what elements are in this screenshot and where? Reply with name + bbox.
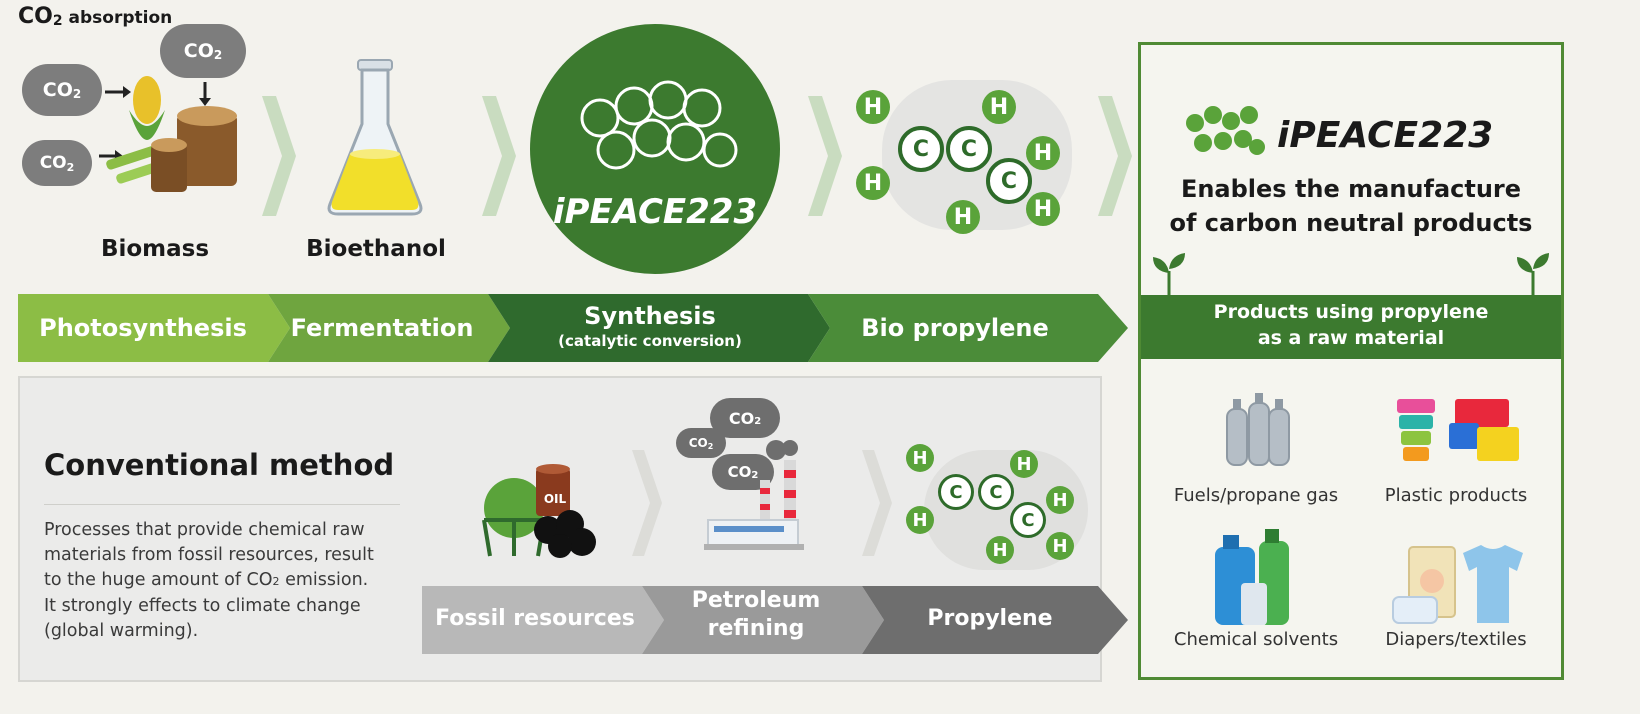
hydrogen-atom: H xyxy=(986,536,1014,564)
flow-chevron xyxy=(1098,96,1132,216)
hydrogen-atom: H xyxy=(1026,192,1060,226)
panel-headline-line2: of carbon neutral products xyxy=(1169,209,1533,237)
hydrogen-atom: H xyxy=(1046,532,1074,560)
stage-synthesis: Synthesis xyxy=(584,302,716,330)
diaper-tshirt-icon xyxy=(1392,545,1523,624)
green-process-banner xyxy=(18,294,1128,362)
stage-fermentation: Fermentation xyxy=(290,314,474,342)
hydrogen-atom: H xyxy=(856,166,890,200)
sprout-icon xyxy=(1153,253,1185,295)
flow-chevron xyxy=(262,96,296,216)
refinery-illustration xyxy=(704,440,804,550)
biomass-label: Biomass xyxy=(100,236,210,262)
products-bar xyxy=(1141,295,1561,359)
solvent-bottles-icon xyxy=(1215,529,1289,625)
bio-propylene-molecule: H H H H H H C C C xyxy=(846,70,1086,250)
panel-headline-line1: Enables the manufacture xyxy=(1180,175,1522,203)
products-bar-line1: Products using propylene xyxy=(1213,301,1489,323)
stage-bio-propylene: Bio propylene xyxy=(861,314,1049,342)
carbon-atom: C xyxy=(986,158,1032,204)
hydrogen-atom: H xyxy=(1026,136,1060,170)
flow-chevron-gray xyxy=(632,450,662,556)
hydrogen-atom: H xyxy=(906,444,934,472)
stage-propylene: Propylene xyxy=(927,606,1053,631)
gray-process-banner xyxy=(422,586,1128,654)
carbon-atom: C xyxy=(898,126,944,172)
stage-photosynthesis: Photosynthesis xyxy=(39,314,247,342)
hydrogen-atom: H xyxy=(946,200,980,234)
product-label-fuels: Fuels/propane gas xyxy=(1173,485,1339,506)
conventional-description: Processes that provide chemical raw mate… xyxy=(44,520,374,641)
carbon-atom: C xyxy=(946,126,992,172)
ipeace-logo-text: iPEACE223 xyxy=(1277,115,1494,156)
products-bar-line2: as a raw material xyxy=(1257,327,1445,349)
propylene-molecule: H H H H H H C C C xyxy=(898,440,1098,590)
flow-chevron xyxy=(808,96,842,216)
bioethanol-flask-illustration xyxy=(327,59,423,216)
carbon-atom: C xyxy=(978,474,1014,510)
gas-cylinder-icon xyxy=(1226,393,1290,466)
hydrogen-atom: H xyxy=(1010,450,1038,478)
biomass-illustration xyxy=(99,76,237,192)
plastic-blocks-icon xyxy=(1397,399,1519,461)
product-label-plastic: Plastic products xyxy=(1384,485,1528,506)
products-panel: iPEACE223 Enables the manufacture of car… xyxy=(1138,42,1564,680)
co2-absorption-title: CO2 absorption xyxy=(18,4,173,29)
conventional-title-underline xyxy=(44,504,400,505)
flow-chevron xyxy=(482,96,516,216)
hydrogen-atom: H xyxy=(906,506,934,534)
ipeace-center-logo: iPEACE223 xyxy=(552,192,758,232)
sprout-icon xyxy=(1517,253,1549,295)
bioethanol-label: Bioethanol xyxy=(306,236,446,262)
fossil-resources-illustration xyxy=(482,464,596,558)
ipeace-logo-icon xyxy=(1186,106,1265,155)
product-label-diapers: Diapers/textiles xyxy=(1385,629,1527,650)
ipeace-catalyst-circle: iPEACE223 xyxy=(530,24,780,274)
stage-petroleum: Petroleum xyxy=(691,588,821,613)
hydrogen-atom: H xyxy=(982,90,1016,124)
stage-fossil-resources: Fossil resources xyxy=(435,606,635,631)
hydrogen-atom: H xyxy=(1046,486,1074,514)
stage-synthesis-sub: (catalytic conversion) xyxy=(558,332,742,350)
stage-refining: refining xyxy=(707,616,805,641)
catalyst-structure-icon xyxy=(580,80,738,170)
conventional-title: Conventional method xyxy=(44,448,395,482)
product-label-solvents: Chemical solvents xyxy=(1173,629,1339,650)
hydrogen-atom: H xyxy=(856,90,890,124)
oil-barrel-label: OIL xyxy=(543,492,567,506)
flow-chevron-gray xyxy=(862,450,892,556)
carbon-atom: C xyxy=(938,474,974,510)
carbon-atom: C xyxy=(1010,502,1046,538)
